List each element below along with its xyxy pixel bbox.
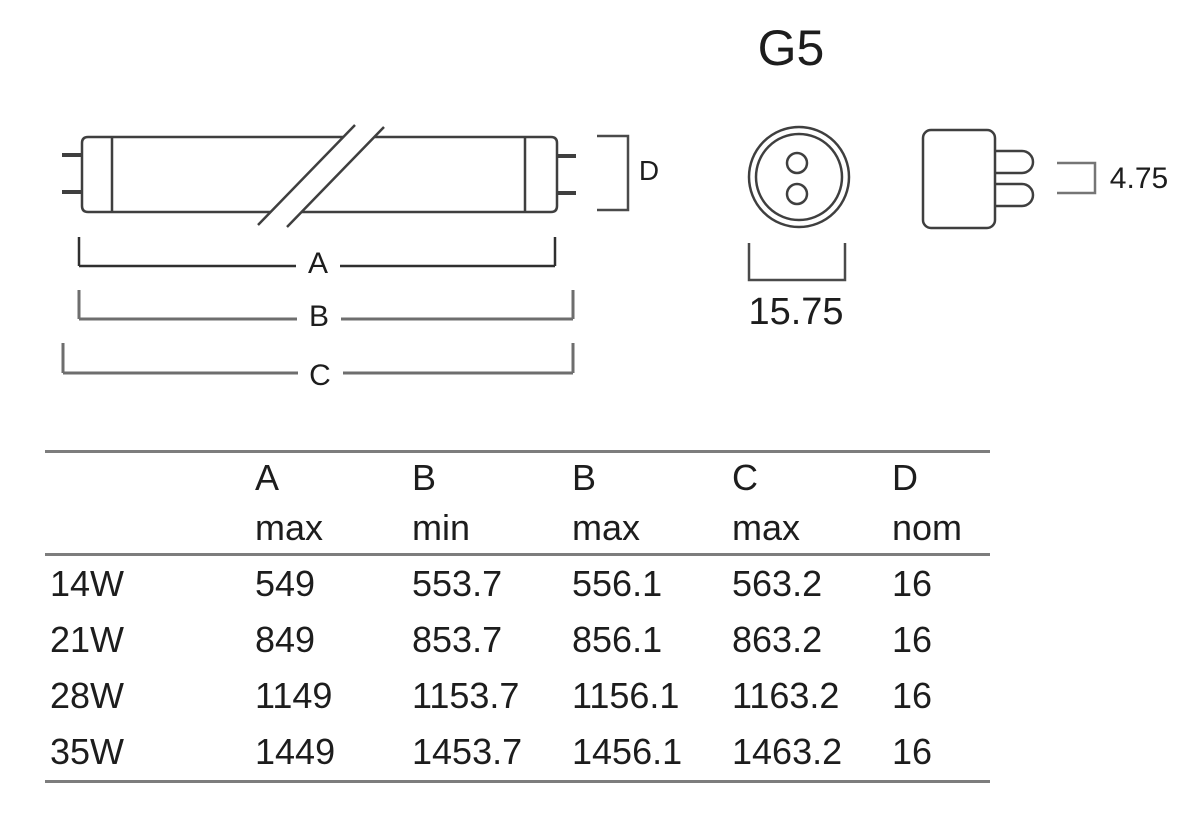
cell-a-max: 1149 [255, 675, 333, 716]
header-col-b-min: B [412, 457, 437, 498]
table-header-letters-row: A B B C D [45, 453, 990, 503]
table-header: A B B C D max min max max nom [45, 453, 990, 556]
header-qual-d: nom [892, 507, 963, 548]
header-qual-a: max [255, 507, 324, 548]
base-end-view [747, 125, 851, 229]
base-width-value: 15.75 [748, 291, 844, 333]
header-corner-cell [45, 503, 250, 553]
cell-d-nom: 16 [892, 619, 933, 660]
dimension-b-lines [77, 290, 575, 321]
row-wattage-label: 14W [50, 563, 125, 604]
table-row: 28W 1149 1153.7 1156.1 1163.2 16 [45, 668, 990, 724]
header-corner-cell [45, 453, 250, 503]
table-row: 21W 849 853.7 856.1 863.2 16 [45, 612, 990, 668]
header-col-b-max: B [572, 457, 597, 498]
row-wattage-label: 21W [50, 619, 125, 660]
tube-break-lines [257, 124, 385, 228]
table-row: 14W 549 553.7 556.1 563.2 16 [45, 556, 990, 612]
header-col-a: A [255, 457, 280, 498]
dimension-a-lines [77, 237, 557, 268]
cell-c-max: 1463.2 [732, 731, 843, 772]
connector-type-label: G5 [757, 20, 825, 76]
cell-c-max: 563.2 [732, 563, 823, 604]
base-width-bracket [747, 243, 847, 282]
cell-b-max: 556.1 [572, 563, 663, 604]
header-col-c: C [732, 457, 758, 498]
cell-c-max: 1163.2 [732, 675, 840, 716]
tube-pins [62, 153, 576, 195]
tube-outline [80, 135, 559, 214]
table-row: 35W 1449 1453.7 1456.1 1463.2 16 [45, 724, 990, 780]
header-qual-b-max: max [572, 507, 641, 548]
cell-b-max: 856.1 [572, 619, 663, 660]
cell-a-max: 549 [255, 563, 316, 604]
row-wattage-label: 35W [50, 731, 125, 772]
cell-b-max: 1156.1 [572, 675, 680, 716]
dim-c-label: C [309, 359, 331, 392]
cell-b-min: 1453.7 [412, 731, 523, 772]
base-pin-hole-bottom [785, 182, 809, 206]
pin-pitch-value: 4.75 [1109, 162, 1169, 195]
cell-c-max: 863.2 [732, 619, 823, 660]
pin-pitch-bracket [1057, 161, 1097, 195]
cell-d-nom: 16 [892, 563, 933, 604]
base-side-view [921, 128, 1035, 230]
dimension-table: A B B C D max min max max nom 14W 549 55… [45, 450, 990, 783]
header-col-d: D [892, 457, 918, 498]
row-wattage-label: 28W [50, 675, 125, 716]
dim-b-label: B [308, 300, 330, 333]
cell-b-max: 1456.1 [572, 731, 683, 772]
cell-a-max: 1449 [255, 731, 336, 772]
cell-a-max: 849 [255, 619, 316, 660]
table-header-qualifiers-row: max min max max nom [45, 503, 990, 553]
cell-d-nom: 16 [892, 675, 933, 716]
header-qual-c: max [732, 507, 801, 548]
dim-d-label: D [638, 155, 660, 186]
cell-b-min: 553.7 [412, 563, 503, 604]
cell-b-min: 1153.7 [412, 675, 520, 716]
dimension-c-lines [61, 343, 575, 375]
cell-d-nom: 16 [892, 731, 933, 772]
cell-b-min: 853.7 [412, 619, 503, 660]
dimension-d-bracket [597, 134, 630, 212]
base-side-body [921, 128, 997, 230]
base-pin-hole-top [785, 151, 809, 175]
dim-a-label: A [307, 247, 329, 280]
header-qual-b-min: min [412, 507, 471, 548]
